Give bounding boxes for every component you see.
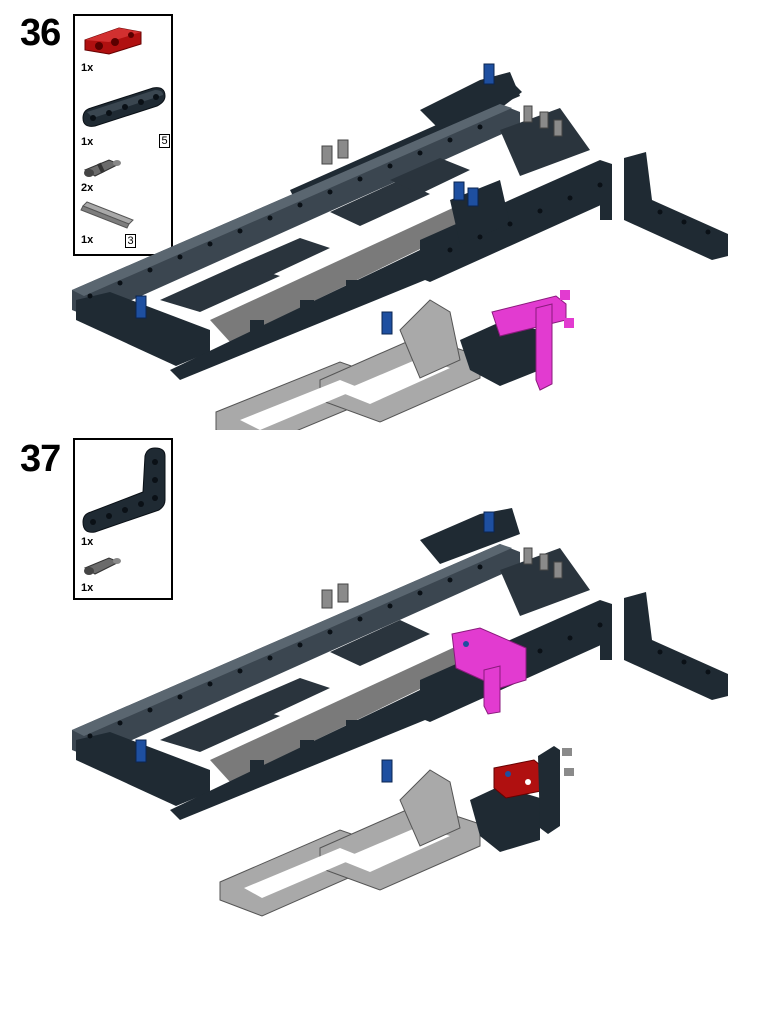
step-36: 36 1x 1x 5 bbox=[0, 0, 768, 430]
gray-axle-icon bbox=[80, 201, 134, 229]
step-37: 37 1x 1x bbox=[0, 430, 768, 950]
part-item: 2x bbox=[75, 152, 171, 196]
red-axle-pin-connector-icon bbox=[84, 27, 142, 55]
gray-pins bbox=[321, 105, 563, 165]
part-item: 1x bbox=[75, 444, 171, 548]
part-quantity: 1x bbox=[81, 62, 94, 74]
dark-gray-frame bbox=[72, 508, 728, 820]
part-item: 1x 3 bbox=[75, 196, 171, 252]
gray-friction-pin-icon bbox=[83, 159, 121, 177]
part-quantity: 1x bbox=[81, 582, 94, 594]
magenta-part bbox=[451, 627, 527, 715]
parts-list-box: 1x 1x 5 2x bbox=[73, 14, 173, 256]
light-gray-frame bbox=[215, 299, 481, 430]
length-badge: 5 bbox=[159, 134, 170, 148]
dark-gray-l-beam-icon bbox=[82, 447, 166, 533]
dark-gray-frame bbox=[72, 72, 728, 380]
part-item: 1x bbox=[75, 22, 171, 76]
dark-connector bbox=[460, 322, 540, 386]
dark-l-beam bbox=[538, 746, 560, 834]
part-quantity: 2x bbox=[81, 182, 94, 194]
length-badge: 3 bbox=[125, 234, 136, 248]
dark-connector bbox=[470, 786, 540, 852]
step-number: 37 bbox=[20, 438, 61, 480]
step-number: 36 bbox=[20, 12, 61, 54]
model-assembly-illustration bbox=[72, 508, 728, 917]
part-quantity: 1x bbox=[81, 136, 94, 148]
parts-list-box: 1x 1x bbox=[73, 438, 173, 600]
part-quantity: 1x bbox=[81, 234, 94, 246]
model-assembly-illustration bbox=[72, 63, 728, 430]
red-axle-pin-connector bbox=[493, 759, 547, 799]
dark-gray-beam-icon bbox=[82, 87, 166, 127]
part-item: 1x bbox=[75, 548, 171, 596]
gray-pins bbox=[321, 547, 563, 609]
magenta-part bbox=[491, 290, 574, 391]
part-item: 1x 5 bbox=[75, 82, 171, 152]
part-quantity: 1x bbox=[81, 536, 94, 548]
light-gray-frame bbox=[219, 769, 481, 917]
gray-friction-pin-icon bbox=[83, 557, 121, 575]
